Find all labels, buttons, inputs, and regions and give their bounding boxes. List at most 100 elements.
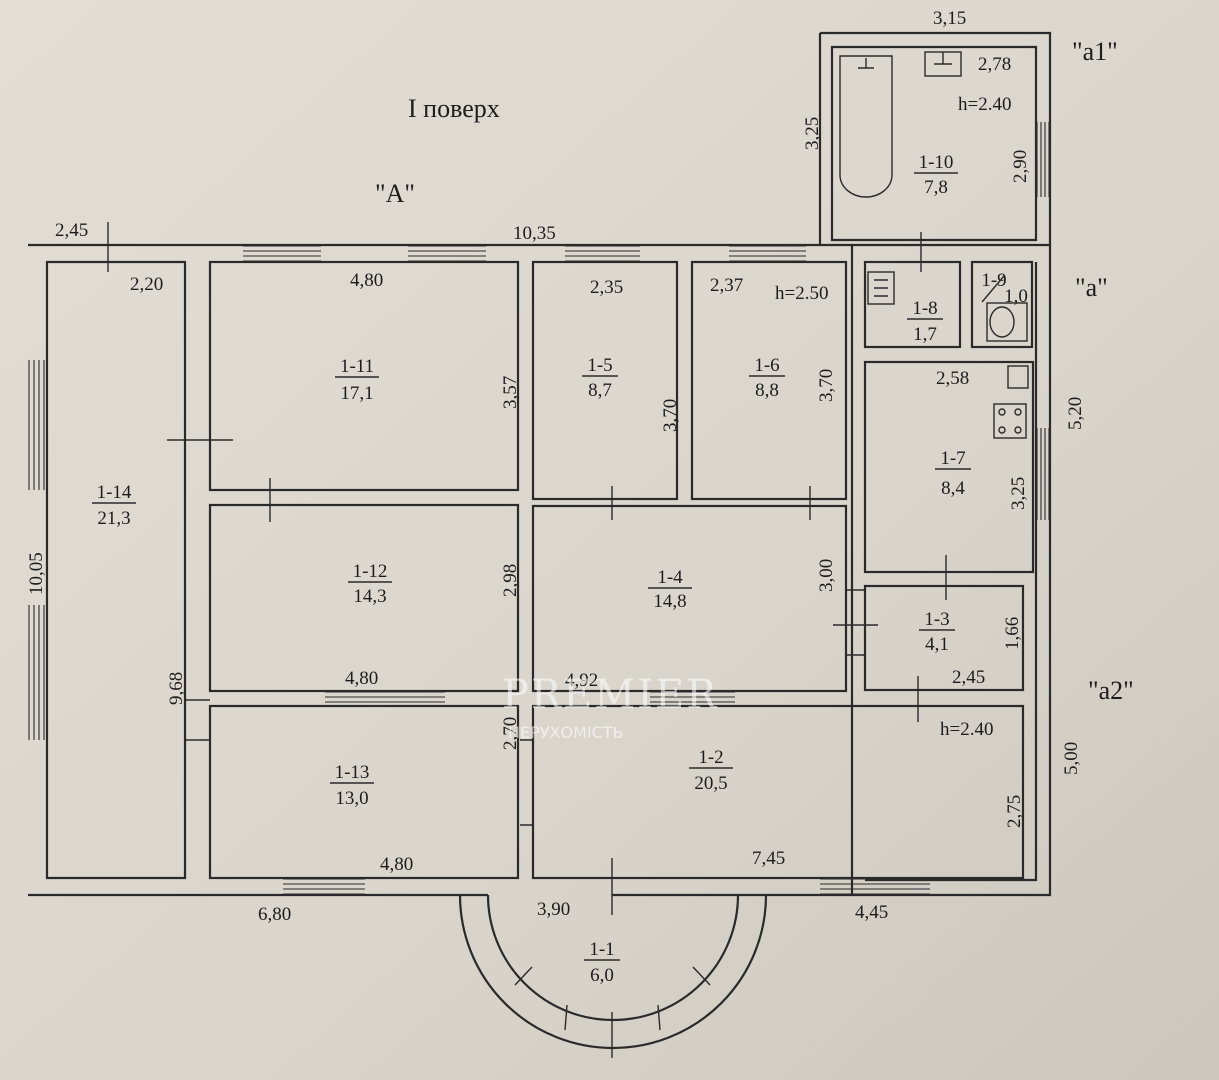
room-area: 8,8	[755, 380, 779, 401]
watermark-brand: PREMIER	[502, 672, 718, 718]
dim-label: 4,45	[855, 902, 888, 923]
block-label-a-small: "a"	[1075, 273, 1108, 302]
height-a1: h=2.40	[958, 94, 1011, 115]
room-1-6: 1-68,8	[749, 355, 785, 401]
room-area: 13,0	[335, 788, 368, 809]
dim-label: 2,70	[500, 717, 521, 750]
dim-label: 2,98	[500, 564, 521, 597]
room-id: 1-11	[340, 356, 374, 377]
room-1-8: 1-81,7	[907, 298, 943, 345]
room-area: 6,0	[590, 965, 614, 986]
room-id: 1-5	[587, 355, 612, 376]
room-1-14: 1-14 21,3	[92, 482, 136, 529]
room-id: 1-2	[698, 747, 723, 768]
room-1-1: 1-16,0	[584, 939, 620, 986]
dim-label: 2,75	[1004, 795, 1025, 828]
room-id: 1-8	[912, 298, 937, 319]
toilet-icon	[986, 302, 1028, 342]
dim-label: 3,70	[660, 399, 681, 432]
room-1-3: 1-34,1	[919, 609, 955, 655]
room-area: 17,1	[340, 383, 373, 404]
room-area: 4,1	[925, 634, 949, 655]
windows	[28, 122, 1050, 895]
room-1-2: 1-2 20,5	[689, 747, 733, 794]
watermark-logo: PREMIER НЕРУХОМІСТЬ	[502, 672, 718, 742]
washbasin-icon	[867, 271, 895, 305]
watermark-subtitle: НЕРУХОМІСТЬ	[508, 723, 624, 742]
stove-icon	[993, 403, 1027, 439]
dim-label: 4,80	[380, 854, 413, 875]
outer-walls	[28, 31, 1052, 897]
room-area: 21,3	[97, 508, 130, 529]
room-id: 1-14	[97, 482, 132, 503]
dim-label: 2,37	[710, 275, 743, 296]
bay-window-room	[458, 894, 768, 1050]
dimension-labels: 2,45 10,35 2,20 4,80 2,35 2,37 4,80 4,92…	[26, 8, 1086, 925]
dim-label: 2,58	[936, 368, 969, 389]
room-1-7: 1-78,4	[935, 448, 971, 499]
dim-label: 4,80	[345, 668, 378, 689]
dim-label: 2,45	[55, 220, 88, 241]
dim-label: 6,80	[258, 904, 291, 925]
dim-label: 1,66	[1002, 617, 1023, 650]
dim-label: 2,20	[130, 274, 163, 295]
dim-label: 2,35	[590, 277, 623, 298]
dim-label: 4,80	[350, 270, 383, 291]
dim-label: 5,20	[1065, 397, 1086, 430]
room-area: 14,3	[353, 586, 386, 607]
room-1-5: 1-58,7	[582, 355, 618, 401]
dim-label: 5,00	[1061, 742, 1082, 775]
block-label-a: "A"	[375, 179, 415, 208]
room-area: 8,7	[588, 380, 612, 401]
dim-label: 10,35	[513, 223, 556, 244]
room-id: 1-6	[754, 355, 779, 376]
floor-title: I поверх	[408, 94, 500, 123]
block-label-a2: "a2"	[1088, 676, 1134, 705]
dim-label: 10,05	[26, 552, 47, 595]
dim-label: 4,92	[565, 670, 598, 691]
dim-label: 3,15	[933, 8, 966, 29]
door-marks	[107, 222, 947, 1058]
room-area: 1,0	[1004, 286, 1028, 307]
dim-label: 2,90	[1010, 150, 1031, 183]
room-area: 1,7	[913, 324, 937, 345]
room-id: 1-10	[919, 152, 954, 173]
height-main: h=2.50	[775, 283, 828, 304]
dim-label: 2,78	[978, 54, 1011, 75]
room-id: 1-12	[353, 561, 388, 582]
room-id: 1-1	[589, 939, 614, 960]
room-1-4: 1-4 14,8	[648, 567, 692, 612]
dim-label: 9,68	[166, 672, 187, 705]
room-1-10: 1-10 7,8	[914, 152, 958, 198]
dim-label: 2,45	[952, 667, 985, 688]
room-id: 1-13	[335, 762, 370, 783]
room-1-11: 1-11 17,1	[335, 356, 379, 404]
dim-label: 3,90	[537, 899, 570, 920]
room-area: 8,4	[941, 478, 965, 499]
dim-label: 3,00	[816, 559, 837, 592]
room-1-12: 1-12 14,3	[348, 561, 392, 607]
kitchen-sink-icon	[1007, 365, 1029, 389]
dim-label: 3,57	[500, 376, 521, 409]
room-area: 7,8	[924, 177, 948, 198]
dim-label: 7,45	[752, 848, 785, 869]
sink-icon	[924, 51, 962, 77]
interior-walls	[208, 260, 1035, 880]
room-1-9: 1-91,0	[981, 270, 1028, 307]
room-id: 1-9	[981, 270, 1006, 291]
dim-label: 3,25	[802, 117, 823, 150]
room-area: 20,5	[694, 773, 727, 794]
block-label-a1: "a1"	[1072, 37, 1118, 66]
room-id: 1-3	[924, 609, 949, 630]
dim-label: 3,70	[816, 369, 837, 402]
room-id: 1-4	[657, 567, 683, 588]
dim-label: 3,25	[1008, 477, 1029, 510]
height-a2: h=2.40	[940, 719, 993, 740]
bathtub-icon	[839, 55, 893, 198]
room-area: 14,8	[653, 591, 686, 612]
room-id: 1-7	[940, 448, 965, 469]
room-1-13: 1-13 13,0	[330, 762, 374, 809]
